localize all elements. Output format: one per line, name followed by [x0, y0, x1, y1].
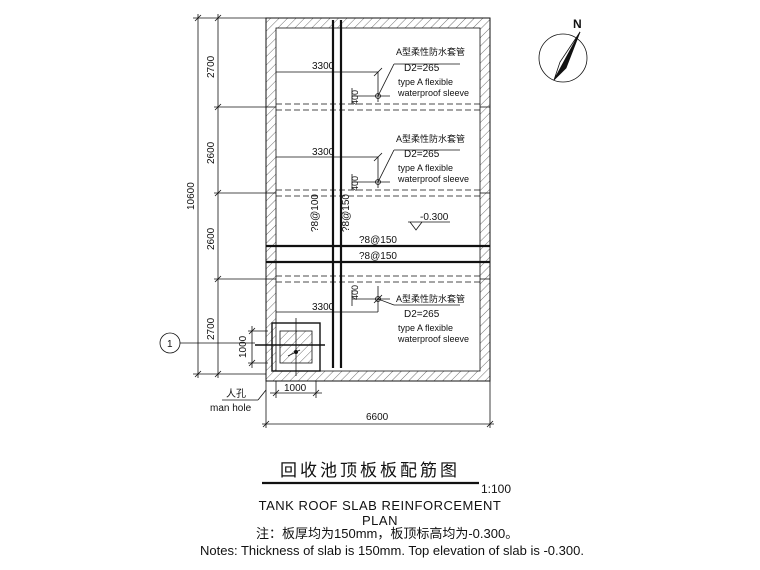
dim-v-4: 2700	[206, 317, 217, 340]
horizontal-rebars	[266, 244, 490, 264]
rebar-label-v2: ?8@150	[341, 194, 352, 232]
dim-400-a: 400	[350, 90, 360, 105]
rebar-label-h2: ?8@150	[359, 251, 397, 262]
rebar-label-h1: ?8@150	[359, 235, 397, 246]
sleeve-cn-c: A型柔性防水套管	[396, 293, 465, 304]
sleeve-group-1	[276, 63, 395, 104]
sleeve-en1-c: type A flexible	[398, 323, 453, 333]
dim-400-c: 400	[350, 285, 360, 300]
north-arrow-icon	[538, 31, 588, 83]
axis-label: 1	[167, 339, 173, 350]
dim-3300-c: 3300	[312, 302, 335, 313]
title-en: TANK ROOF SLAB REINFORCEMENT PLAN	[258, 498, 502, 528]
dim-v-3: 2600	[206, 227, 217, 250]
title-cn: 回收池顶板板配筋图	[280, 461, 460, 481]
note-cn: 注：板厚均为150mm，板顶标高均为-0.300。	[256, 526, 519, 541]
sleeve-d-b: D2=265	[404, 149, 440, 160]
sleeve-d-c: D2=265	[404, 309, 440, 320]
sleeve-en2-a: waterproof sleeve	[397, 88, 469, 98]
dim-manhole-h: 1000	[238, 335, 249, 358]
beam-edges	[266, 106, 490, 280]
sleeve-en1-a: type A flexible	[398, 77, 453, 87]
elevation-marker	[408, 221, 450, 231]
dim-3300-a: 3300	[312, 61, 335, 72]
dim-manhole-w: 1000	[284, 383, 307, 394]
vertical-rebars	[331, 20, 343, 368]
note-en: Notes: Thickness of slab is 150mm. Top e…	[200, 543, 584, 558]
tank-walls	[265, 17, 491, 382]
scale-label: 1:100	[481, 482, 512, 496]
bottom-dimension	[262, 381, 494, 428]
dim-400-b: 400	[350, 176, 360, 191]
dim-3300-b: 3300	[312, 147, 335, 158]
sleeve-en1-b: type A flexible	[398, 163, 453, 173]
dim-width: 6600	[366, 412, 389, 423]
manhole-dims	[222, 326, 322, 401]
sleeve-d-a: D2=265	[404, 63, 440, 74]
axis-bubble	[159, 332, 255, 354]
manhole-label-en: man hole	[210, 403, 252, 414]
dim-v-2: 2600	[206, 141, 217, 164]
north-label: N	[573, 17, 582, 31]
dim-v-1: 2700	[206, 55, 217, 78]
sleeve-cn-a: A型柔性防水套管	[396, 46, 465, 57]
dim-v-total: 10600	[186, 182, 197, 210]
manhole-label-cn: 人孔	[226, 388, 246, 400]
sleeve-en2-c: waterproof sleeve	[397, 334, 469, 344]
manhole	[255, 318, 325, 376]
elevation-label: -0.300	[420, 212, 449, 223]
sleeve-group-2	[276, 149, 395, 190]
sleeve-group-3	[276, 286, 395, 313]
sleeve-en2-b: waterproof sleeve	[397, 174, 469, 184]
left-dimension-lines	[193, 14, 266, 378]
internal-beams	[276, 103, 480, 283]
sleeve-cn-b: A型柔性防水套管	[396, 133, 465, 144]
rebar-label-v1: ?8@100	[310, 194, 321, 232]
